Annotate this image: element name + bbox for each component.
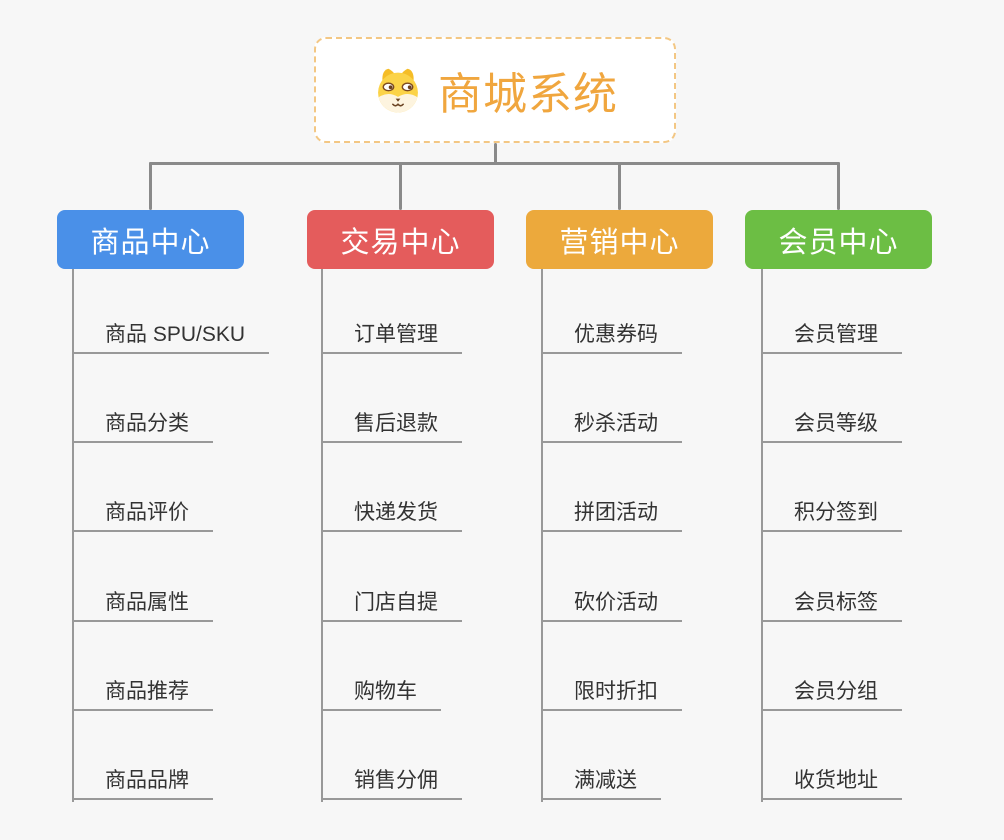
- leaf-node[interactable]: 砍价活动: [541, 589, 682, 622]
- connector-branch-stub: [618, 162, 621, 210]
- leaf-node[interactable]: 优惠券码: [541, 321, 682, 354]
- leaf-node[interactable]: 商品 SPU/SKU: [72, 321, 270, 354]
- leaf-node[interactable]: 会员等级: [761, 410, 902, 443]
- leaf-node[interactable]: 秒杀活动: [541, 410, 682, 443]
- branch-child-line: [72, 269, 74, 802]
- shiba-dog-icon: [378, 68, 418, 113]
- leaf-node[interactable]: 拼团活动: [541, 499, 682, 532]
- branch-child-line: [321, 269, 323, 802]
- branch-child-line: [541, 269, 543, 802]
- branch-node[interactable]: 交易中心: [307, 210, 494, 269]
- leaf-node[interactable]: 积分签到: [761, 499, 902, 532]
- leaf-node[interactable]: 会员分组: [761, 678, 902, 711]
- branch-child-line: [761, 269, 763, 802]
- root-node[interactable]: 商城系统: [314, 37, 676, 143]
- leaf-node[interactable]: 满减送: [541, 767, 661, 800]
- branch-node[interactable]: 营销中心: [526, 210, 713, 269]
- leaf-node[interactable]: 快递发货: [321, 499, 462, 532]
- leaf-node[interactable]: 销售分佣: [321, 767, 462, 800]
- connector-rail: [149, 162, 840, 165]
- leaf-node[interactable]: 购物车: [321, 678, 441, 711]
- leaf-node[interactable]: 收货地址: [761, 767, 902, 800]
- connector-branch-stub: [399, 162, 402, 210]
- branch-node[interactable]: 商品中心: [57, 210, 244, 269]
- connector-root-stub: [493, 143, 497, 165]
- leaf-node[interactable]: 会员管理: [761, 321, 902, 354]
- leaf-node[interactable]: 门店自提: [321, 589, 462, 622]
- leaf-node[interactable]: 限时折扣: [541, 678, 682, 711]
- leaf-node[interactable]: 会员标签: [761, 589, 902, 622]
- connector-branch-stub: [837, 162, 840, 210]
- leaf-node[interactable]: 售后退款: [321, 410, 462, 443]
- leaf-node[interactable]: 商品属性: [72, 589, 213, 622]
- leaf-node[interactable]: 商品推荐: [72, 678, 213, 711]
- branch-node[interactable]: 会员中心: [745, 210, 932, 269]
- leaf-node[interactable]: 商品分类: [72, 410, 213, 443]
- root-title: 商城系统: [438, 70, 618, 119]
- connector-branch-stub: [149, 162, 152, 210]
- leaf-node[interactable]: 商品评价: [72, 499, 213, 532]
- leaf-node[interactable]: 订单管理: [321, 321, 462, 354]
- leaf-node[interactable]: 商品品牌: [72, 767, 213, 800]
